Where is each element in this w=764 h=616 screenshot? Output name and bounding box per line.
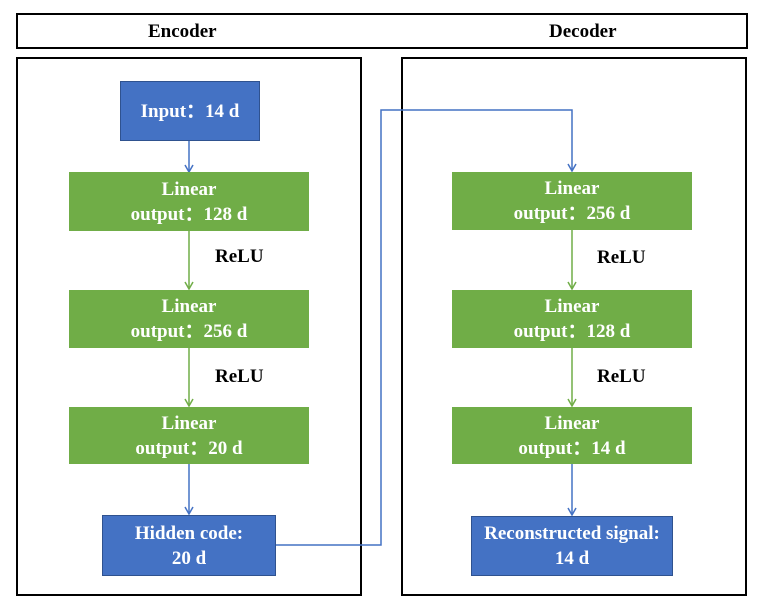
encoder-linear-2-output: output：256 d [130, 321, 248, 342]
decoder-linear-1-title: Linear [544, 178, 600, 199]
decoder-linear-2: Linear output：128 d [452, 290, 692, 348]
hidden-code-size: 20 d [171, 547, 207, 569]
reconstructed-signal-size: 14 d [554, 548, 590, 569]
encoder-linear-3-output: output：20 d [135, 437, 243, 459]
encoder-linear-3-title: Linear [161, 412, 217, 434]
input-node: Input：14 d [120, 81, 260, 141]
encoder-linear-2-title: Linear [161, 296, 217, 317]
encoder-linear-1: Linear output：128 d [69, 172, 309, 231]
hidden-code-title: Hidden code: [134, 522, 244, 544]
input-label: Input：14 d [140, 100, 240, 122]
reconstructed-signal-node: Reconstructed signal: 14 d [471, 516, 673, 576]
encoder-linear-2: Linear output：256 d [69, 290, 309, 348]
decoder-linear-1: Linear output：256 d [452, 172, 692, 230]
encoder-linear-1-title: Linear [161, 178, 217, 200]
decoder-relu-1: ReLU [597, 247, 646, 268]
decoder-linear-3: Linear output：14 d [452, 407, 692, 464]
decoder-linear-2-output: output：128 d [513, 321, 631, 342]
hidden-code-node: Hidden code: 20 d [102, 515, 276, 576]
decoder-linear-3-output: output：14 d [518, 437, 626, 459]
decoder-linear-1-output: output：256 d [513, 203, 631, 224]
reconstructed-signal-title: Reconstructed signal: [484, 523, 660, 544]
decoder-relu-2: ReLU [597, 366, 646, 387]
decoder-linear-3-title: Linear [544, 412, 600, 434]
arrow-hidden-to-decoder [276, 109, 577, 546]
header-bar: Encoder Decoder [16, 13, 748, 49]
encoder-relu-2: ReLU [215, 366, 264, 387]
encoder-linear-3: Linear output：20 d [69, 407, 309, 464]
encoder-linear-1-output: output：128 d [130, 203, 248, 225]
encoder-title: Encoder [148, 21, 217, 42]
decoder-linear-2-title: Linear [544, 296, 600, 317]
decoder-title: Decoder [549, 21, 617, 42]
encoder-relu-1: ReLU [215, 246, 264, 267]
